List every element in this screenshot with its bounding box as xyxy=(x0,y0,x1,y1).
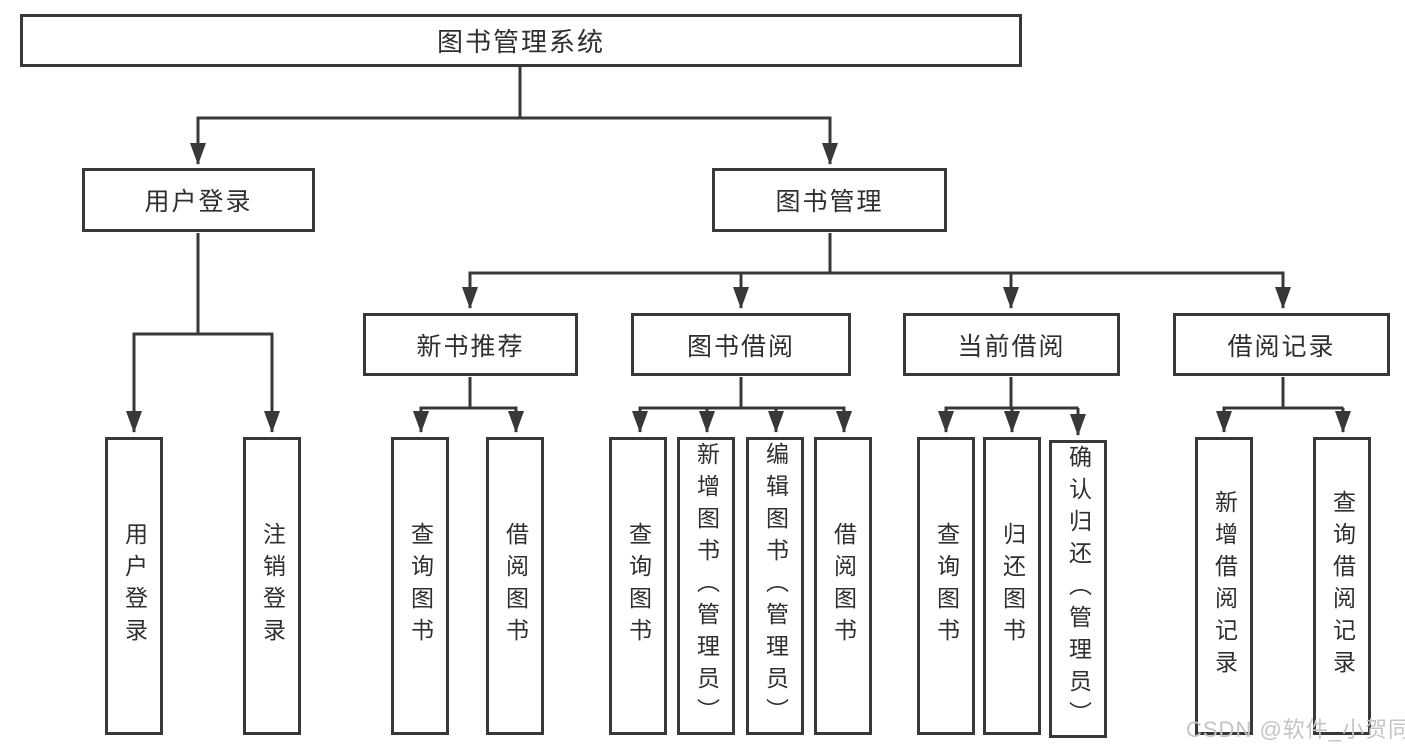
leaf-borrowing-borrow-books-label: 借阅图书 xyxy=(830,522,857,650)
leaf-records-add-record: 新增借阅记录 xyxy=(1195,437,1253,735)
leaf-current-confirm-return-admin: 确认归还（管理员） xyxy=(1049,440,1107,738)
leaf-current-confirm-return-admin-label: 确认归还（管理员） xyxy=(1065,445,1092,733)
leaf-current-return-books-label: 归还图书 xyxy=(999,522,1026,650)
csdn-watermark: CSDN @软件_小贺同学 xyxy=(1186,717,1405,742)
node-user-login: 用户登录 xyxy=(82,168,315,232)
node-user-login-label: 用户登录 xyxy=(144,188,253,216)
leaf-current-query-books-label: 查询图书 xyxy=(933,522,960,650)
leaf-user-login-label: 用户登录 xyxy=(121,522,148,650)
node-borrowing-records: 借阅记录 xyxy=(1173,313,1390,376)
leaf-borrowing-query-books: 查询图书 xyxy=(609,437,667,735)
node-borrowing-records-label: 借阅记录 xyxy=(1227,332,1336,361)
node-root-label: 图书管理系统 xyxy=(436,27,605,57)
leaf-borrowing-edit-books-admin-label: 编辑图书（管理员） xyxy=(762,442,789,730)
leaf-records-query-record-label: 查询借阅记录 xyxy=(1329,490,1356,682)
node-root: 图书管理系统 xyxy=(20,14,1022,67)
node-book-borrowing-label: 图书借阅 xyxy=(686,332,795,361)
leaf-recommend-borrow-books: 借阅图书 xyxy=(486,437,544,735)
leaf-recommend-borrow-books-label: 借阅图书 xyxy=(502,522,529,650)
node-new-book-recommend-label: 新书推荐 xyxy=(416,332,525,361)
leaf-borrowing-add-books-admin: 新增图书（管理员） xyxy=(677,437,735,735)
node-book-management-label: 图书管理 xyxy=(775,188,884,216)
node-book-borrowing: 图书借阅 xyxy=(631,313,851,376)
leaf-borrowing-edit-books-admin: 编辑图书（管理员） xyxy=(746,437,804,735)
leaf-recommend-query-books-label: 查询图书 xyxy=(407,522,434,650)
leaf-logout-login: 注销登录 xyxy=(243,437,301,735)
leaf-current-query-books: 查询图书 xyxy=(917,437,975,735)
leaf-borrowing-borrow-books: 借阅图书 xyxy=(814,437,872,735)
leaf-logout-login-label: 注销登录 xyxy=(259,522,286,650)
node-book-management: 图书管理 xyxy=(712,168,947,232)
node-current-borrowing: 当前借阅 xyxy=(903,313,1120,376)
leaf-records-add-record-label: 新增借阅记录 xyxy=(1211,490,1238,682)
leaf-borrowing-add-books-admin-label: 新增图书（管理员） xyxy=(693,442,720,730)
leaf-borrowing-query-books-label: 查询图书 xyxy=(625,522,652,650)
leaf-current-return-books: 归还图书 xyxy=(983,437,1041,735)
leaf-recommend-query-books: 查询图书 xyxy=(391,437,449,735)
node-new-book-recommend: 新书推荐 xyxy=(363,313,578,376)
node-current-borrowing-label: 当前借阅 xyxy=(957,332,1066,361)
leaf-user-login: 用户登录 xyxy=(105,437,163,735)
leaf-records-query-record: 查询借阅记录 xyxy=(1313,437,1371,735)
